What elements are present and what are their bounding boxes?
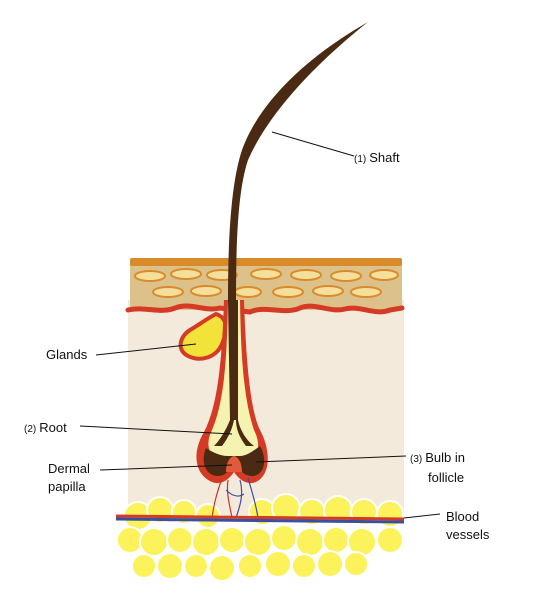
hair-root-edge bbox=[236, 300, 254, 446]
bulb-label-line1: Bulb in bbox=[425, 450, 465, 465]
shaft-label-number: (1) bbox=[354, 154, 367, 165]
dermal-papilla-label-line1: Dermal bbox=[48, 461, 90, 476]
dermal-papilla-label-line2: papilla bbox=[48, 479, 86, 494]
hair-bulb bbox=[203, 446, 265, 476]
glands-label-text: Glands bbox=[46, 347, 88, 362]
blood-vessels-label-line1: Blood bbox=[446, 509, 480, 524]
shaft-leader-line bbox=[271, 131, 355, 157]
root-leader-line bbox=[79, 425, 233, 435]
blood-vessels-leader-line bbox=[403, 513, 441, 519]
epidermal-cells bbox=[134, 268, 399, 298]
hair-root bbox=[214, 300, 234, 446]
skin-surface bbox=[130, 258, 402, 266]
capillaries bbox=[211, 477, 259, 519]
dermal-papilla-label: Dermal papilla bbox=[48, 460, 90, 496]
bulb-leader-line bbox=[255, 455, 407, 463]
shaft-label-text: Shaft bbox=[369, 150, 400, 165]
bulb-label-number: (3) bbox=[410, 454, 423, 465]
root-label: (2)Root bbox=[24, 420, 67, 438]
artery-line bbox=[115, 514, 405, 521]
glands-leader-line bbox=[95, 343, 197, 356]
shaft-label: (1)Shaft bbox=[354, 150, 400, 168]
vein-line bbox=[115, 517, 405, 524]
bulb-label-line2: follicle bbox=[428, 470, 465, 485]
dermal-epidermal-junction bbox=[125, 303, 405, 315]
fat-cells bbox=[116, 493, 404, 582]
blood-vessels-label: Blood vessels bbox=[446, 508, 489, 544]
glands-label: Glands bbox=[46, 347, 87, 363]
dermis-layer bbox=[128, 300, 404, 522]
hair-shaft bbox=[228, 22, 368, 420]
blood-vessels-label-line2: vessels bbox=[446, 527, 490, 542]
root-label-text: Root bbox=[39, 420, 67, 435]
root-label-number: (2) bbox=[24, 424, 37, 435]
dermal-papilla-leader-line bbox=[99, 464, 233, 471]
dermal-papilla bbox=[226, 456, 242, 472]
bulb-label: (3)Bulb in follicle bbox=[410, 449, 465, 487]
